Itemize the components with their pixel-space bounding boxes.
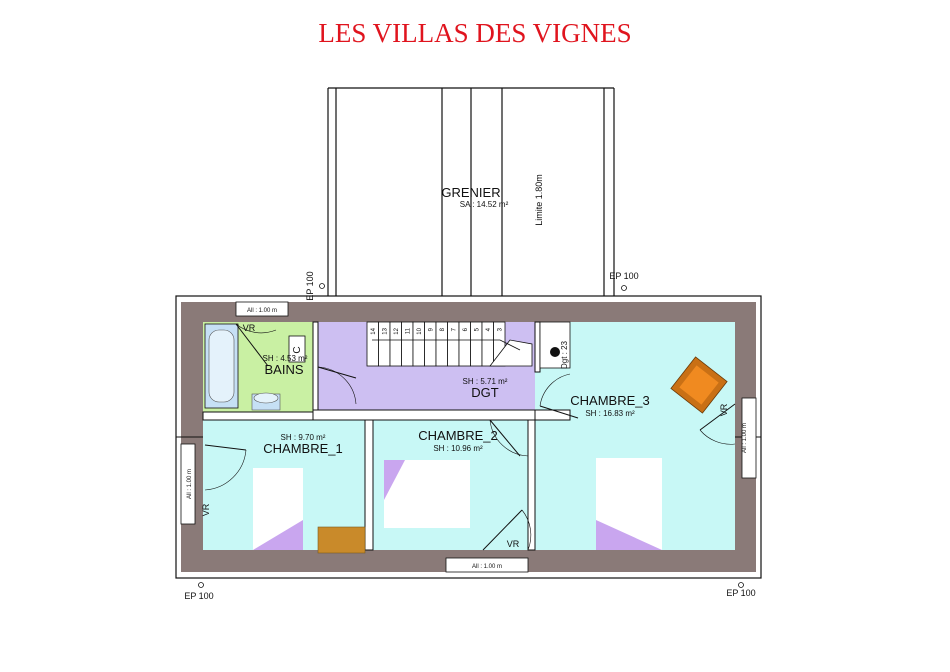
window-left: [180, 443, 196, 525]
grenier-area: SA : 14.52 m²: [460, 200, 509, 209]
window-bottom: [445, 557, 529, 573]
stair-step-number: 10: [417, 327, 423, 334]
stair-step-number: 13: [382, 327, 388, 334]
window-top-label: All : 1.00 m: [247, 308, 277, 314]
dgt-area: SH : 5.71 m²: [463, 377, 508, 386]
toilet: [251, 392, 281, 411]
ep-markers: [198, 283, 744, 588]
chambre1-vr: VR: [201, 503, 211, 516]
grenier-limit: Limite 1.80m: [534, 174, 544, 226]
closet-label: C: [292, 346, 303, 353]
storage-label: Dgt : 23: [560, 340, 569, 369]
water-heater-icon: [550, 347, 560, 357]
stair-step-number: 5: [474, 327, 480, 331]
stair-step-number: 14: [371, 327, 377, 334]
stair-arrow: [372, 339, 521, 351]
grenier-attic: [327, 87, 615, 296]
bains-name: BAINS: [264, 362, 303, 377]
chambre3-area: SH : 16.83 m²: [585, 409, 635, 418]
window-right-label: All : 1.00 m: [742, 423, 748, 453]
ep-top-left: EP 100: [305, 271, 315, 300]
chambre1-area: SH : 9.70 m²: [281, 433, 326, 442]
bed-chambre1: [253, 468, 303, 550]
window-right: [741, 397, 757, 479]
interior-walls: [202, 321, 571, 551]
chambre3-name: CHAMBRE_3: [570, 393, 649, 408]
ep-bottom-right: EP 100: [726, 588, 755, 598]
window-top: [235, 301, 289, 317]
stair-landing: [489, 339, 533, 367]
stair-step-number: 7: [451, 327, 457, 331]
stair-step-number: 3: [497, 327, 503, 331]
chambre2-name: CHAMBRE_2: [418, 428, 497, 443]
doors: [204, 323, 736, 551]
armchair-icon: [670, 356, 728, 414]
bains-area: SH : 4.53 m²: [263, 354, 308, 363]
ep-bottom-left: EP 100: [184, 591, 213, 601]
closet: [288, 335, 306, 363]
ep-top-right: EP 100: [609, 271, 638, 281]
staircase: 14 13 12 11 10 9 8 7 6 5 4 3: [366, 321, 506, 367]
chambre2-area: SH : 10.96 m²: [433, 444, 483, 453]
desk: [317, 526, 366, 554]
plan-title: LES VILLAS DES VIGNES: [318, 18, 632, 48]
chambre2-vr: VR: [507, 539, 520, 549]
stair-step-number: 12: [394, 327, 400, 334]
stair-step-number: 6: [463, 327, 469, 331]
grenier-name: GRENIER: [441, 185, 500, 200]
bed-chambre2: [384, 460, 470, 528]
stair-step-number: 9: [428, 327, 434, 331]
window-left-label: All : 1.00 m: [187, 469, 193, 499]
bathtub: [204, 323, 239, 409]
chambre1-name: CHAMBRE_1: [263, 441, 342, 456]
chambre3-vr: VR: [719, 403, 729, 416]
stair-step-number: 4: [486, 327, 492, 331]
stair-step-number: 8: [440, 327, 446, 331]
dgt-name: DGT: [471, 385, 499, 400]
storage-closet: [539, 321, 571, 369]
stair-step-number: 11: [405, 327, 411, 334]
bains-vr: VR: [243, 323, 256, 333]
bed-chambre3: [596, 458, 662, 550]
window-bottom-label: All : 1.00 m: [472, 564, 502, 570]
